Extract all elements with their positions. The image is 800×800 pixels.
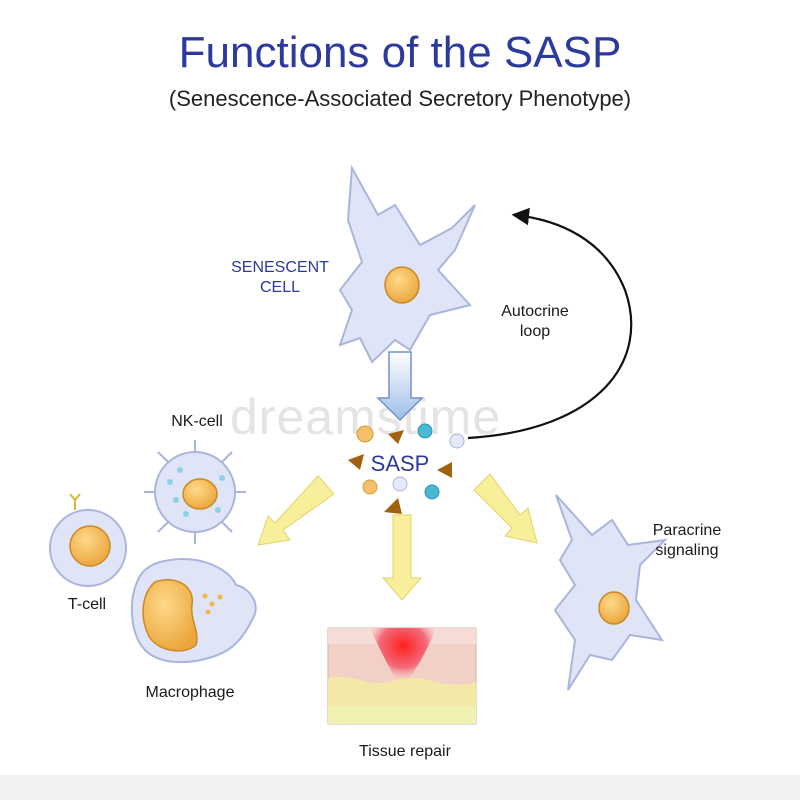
footer-bar (0, 775, 800, 800)
autocrine-loop-arrow (467, 207, 633, 440)
tissue-illustration (327, 627, 477, 725)
macrophage-illustration (130, 558, 257, 664)
paracrine-signaling-label: Paracrine signaling (652, 522, 722, 559)
senescent-cell-label: SENESCENT CELL (231, 259, 329, 296)
macrophage-label: Macrophage (145, 684, 235, 701)
sasp-label: SASP (370, 451, 430, 476)
sasp-factors (348, 423, 465, 514)
effect-arrows (257, 473, 538, 601)
secretion-arrow (376, 351, 424, 422)
paracrine-cell-illustration (553, 494, 668, 691)
autocrine-loop-label: Autocrine loop (501, 303, 569, 340)
nk-cell-label: NK-cell (171, 413, 223, 430)
t-cell-illustration (49, 493, 127, 587)
page-title: Functions of the SASP (178, 28, 622, 77)
t-cell-label: T-cell (67, 596, 107, 613)
tissue-repair-label: Tissue repair (359, 743, 451, 760)
nk-cell-illustration (144, 440, 246, 544)
senescent-cell-illustration (338, 164, 476, 364)
page-subtitle: (Senescence-Associated Secretory Phenoty… (168, 86, 632, 111)
